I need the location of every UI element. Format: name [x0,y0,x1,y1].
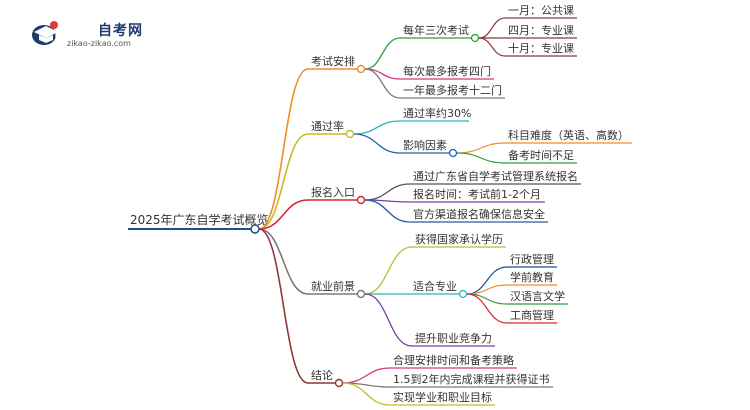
child-label: 通过率约30% [403,106,471,120]
leaf-label: 备考时间不足 [508,148,574,162]
branch-link [258,228,309,384]
child-connector [470,33,480,43]
child-label: 官方渠道报名确保信息安全 [413,207,545,221]
child-link [364,183,411,201]
child-link [364,68,401,99]
leaf-link [456,152,506,164]
child-link [364,37,401,70]
leaf-label: 四月：专业课 [508,23,574,37]
branch-connector [345,129,355,139]
leaf-link [478,37,506,57]
branch-link [258,199,309,230]
child-label: 每次最多报考四门 [403,64,491,78]
branch-label: 考试安排 [311,54,355,68]
leaf-label: 工商管理 [510,308,554,322]
leaf-label: 汉语言文学 [510,289,565,303]
child-link [364,293,413,347]
child-label: 每年三次考试 [403,23,469,37]
child-label: 一年最多报考十二门 [403,83,502,97]
branch-connector [356,289,366,299]
branch-link [258,228,309,295]
leaf-link [456,142,506,154]
child-link [364,199,411,223]
leaf-label: 十月：专业课 [508,41,574,55]
child-label: 通过广东省自学考试管理系统报名 [413,169,578,183]
leaf-label: 行政管理 [510,252,554,266]
branch-link [258,68,309,230]
branch-connector [356,64,366,74]
logo-url: zikao-zikao.com [67,39,131,48]
branch-label: 报名入口 [311,185,355,199]
leaf-link [466,293,508,324]
child-label: 合理安排时间和备考策略 [393,353,514,367]
branch-connector [334,378,344,388]
branch-label: 结论 [311,368,333,382]
child-label: 提升职业竞争力 [415,331,492,345]
leaf-link [478,17,506,39]
child-label: 影响因素 [403,139,447,152]
child-connector [448,148,458,158]
child-connector [458,289,468,299]
graduation-cap-icon [32,21,58,45]
child-label: 报名时间：考试前1-2个月 [413,187,541,201]
branch-link [258,133,309,230]
child-link [353,120,401,135]
site-logo[interactable]: 自考网 zikao-zikao.com [30,16,190,56]
child-link [342,382,391,406]
logo-title: 自考网 [98,23,143,39]
root-connector [250,224,260,234]
child-link [353,133,401,154]
child-label: 获得国家承认学历 [415,232,503,246]
child-label: 适合专业 [413,279,457,293]
leaf-label: 学前教育 [510,270,554,284]
branch-label: 就业前景 [311,279,355,293]
branch-connector [356,195,366,205]
root-label: 2025年广东自学考试概览 [130,212,269,227]
leaf-label: 科目难度（英语、高数） [508,128,629,142]
branch-label: 通过率 [311,119,344,133]
child-label: 实现学业和职业目标 [393,390,492,404]
child-link [364,246,413,295]
child-label: 1.5到2年内完成课程并获得证书 [393,372,550,386]
child-link [342,367,391,384]
leaf-label: 一月：公共课 [508,4,574,17]
